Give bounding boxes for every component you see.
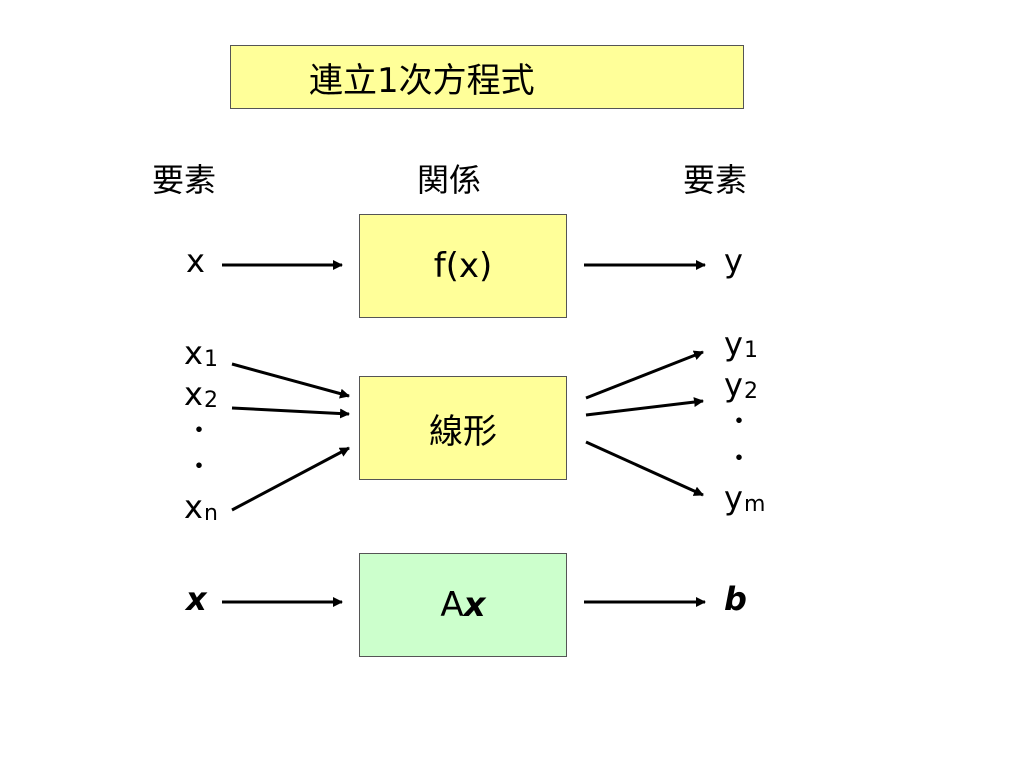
input-x2-sub: 2: [203, 388, 218, 413]
input-x1-base: x: [184, 334, 203, 372]
function-label: f(x): [433, 246, 493, 286]
input-x2-base: x: [184, 375, 203, 413]
arrow-ym-out: [585, 440, 704, 497]
input-x2: x2: [184, 376, 218, 419]
input-x1: x1: [184, 335, 218, 378]
output-ym-base: y: [724, 479, 743, 517]
input-ellipsis-dot: ・: [186, 452, 213, 482]
input-xn-base: x: [184, 488, 203, 526]
input-x1-sub: 1: [203, 347, 218, 372]
linear-label: 線形: [429, 411, 497, 452]
matrix-label-a: A: [440, 585, 464, 625]
title-text: 連立1次方程式: [309, 60, 535, 101]
header-left-elements: 要素: [152, 161, 217, 199]
row3-output-b: b: [724, 580, 747, 618]
output-y2-base: y: [724, 366, 743, 404]
arrow-x1-in: [231, 362, 350, 399]
arrow-x2-in: [231, 406, 350, 419]
title-box: 連立1次方程式: [230, 45, 744, 109]
header-right-elements: 要素: [683, 161, 748, 199]
row1-input-x: x: [186, 242, 205, 280]
output-y2-sub: 2: [743, 379, 758, 404]
output-y1-sub: 1: [743, 338, 758, 363]
output-ellipsis-dot: ・: [726, 407, 753, 437]
output-y1: y1: [724, 326, 758, 369]
output-ym-sub: m: [743, 492, 766, 517]
input-xn: xn: [184, 489, 218, 532]
header-relation: 関係: [417, 161, 482, 199]
arrow-y1-out: [585, 350, 704, 400]
output-ellipsis-dot: ・: [726, 444, 753, 474]
linear-box: 線形: [359, 376, 567, 480]
output-ym: ym: [724, 480, 765, 523]
arrow-y2-out: [585, 397, 704, 417]
row1-output-y: y: [724, 242, 743, 280]
output-y1-base: y: [724, 325, 743, 363]
matrix-label-x: x: [463, 585, 486, 625]
input-ellipsis-dot: ・: [186, 416, 213, 446]
input-xn-sub: n: [203, 501, 218, 526]
output-y2: y2: [724, 367, 758, 410]
row3-input-x: x: [186, 580, 207, 618]
function-box: f(x): [359, 214, 567, 318]
arrow-xn-in: [231, 446, 350, 512]
